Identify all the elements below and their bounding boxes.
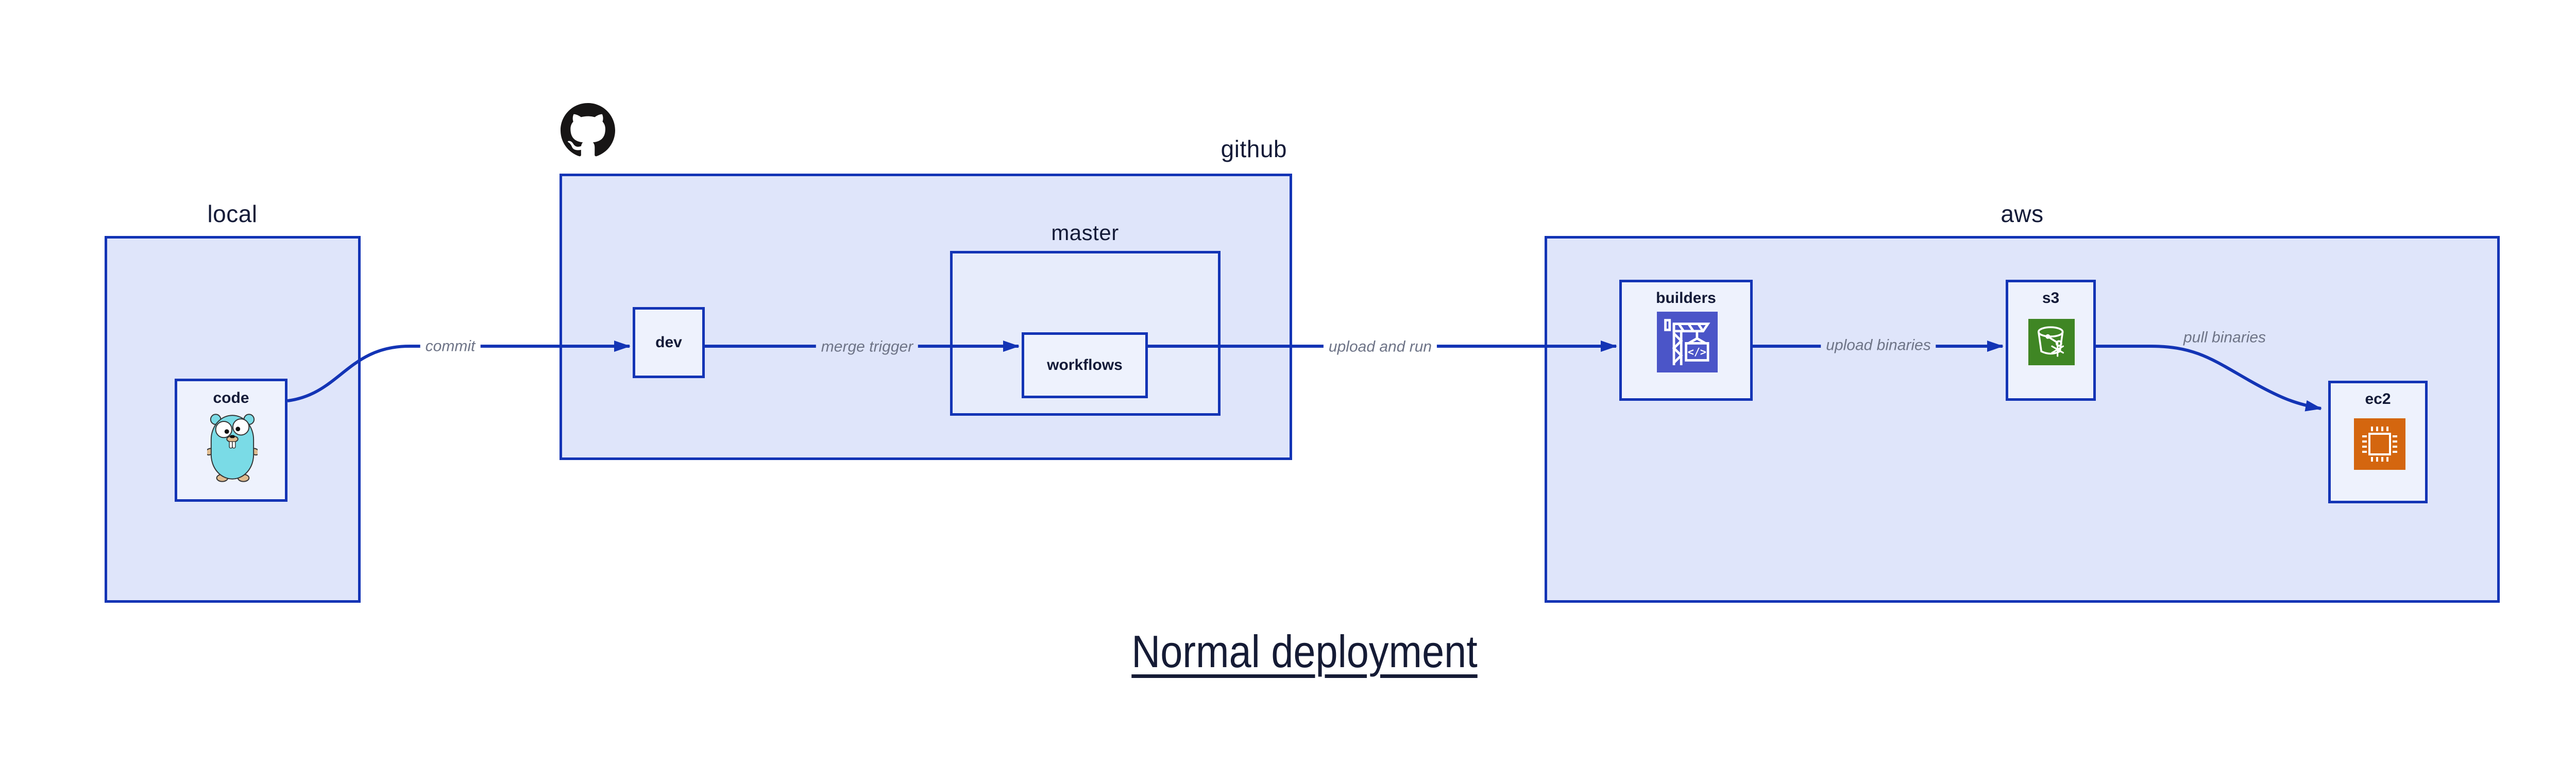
codebuild-crane-icon: </> <box>1657 312 1718 372</box>
node-workflows: workflows <box>1022 332 1148 398</box>
edge-label-upload-binaries: upload binaries <box>1821 335 1936 355</box>
node-dev: dev <box>633 307 705 378</box>
svg-text:</>: </> <box>1688 346 1706 358</box>
node-ec2-label: ec2 <box>2365 390 2391 408</box>
go-gopher-icon <box>207 411 258 482</box>
ec2-chip-icon <box>2354 418 2405 470</box>
diagram-title: Normal deployment <box>1131 626 1478 677</box>
aws-container-label: aws <box>2001 200 2044 227</box>
node-s3-label: s3 <box>2042 290 2060 307</box>
node-code-label: code <box>213 389 249 406</box>
github-octocat-icon <box>561 103 615 158</box>
local-container-label: local <box>207 200 258 227</box>
node-builders: builders </> <box>1619 280 1753 401</box>
node-ec2: ec2 <box>2328 381 2428 503</box>
edge-label-pull-binaries: pull binaries <box>2183 329 2266 346</box>
node-code: code <box>175 379 287 502</box>
edge-label-merge-trigger: merge trigger <box>816 337 919 356</box>
master-container-label: master <box>1051 220 1119 245</box>
node-workflows-label: workflows <box>1047 356 1123 373</box>
node-s3: s3 <box>2006 280 2096 401</box>
edge-label-upload-and-run: upload and run <box>1323 337 1437 356</box>
s3-bucket-icon <box>2028 319 2075 365</box>
edge-label-commit: commit <box>420 336 481 356</box>
node-dev-label: dev <box>655 334 682 351</box>
github-container-label: github <box>1221 135 1287 162</box>
node-builders-label: builders <box>1656 290 1716 307</box>
